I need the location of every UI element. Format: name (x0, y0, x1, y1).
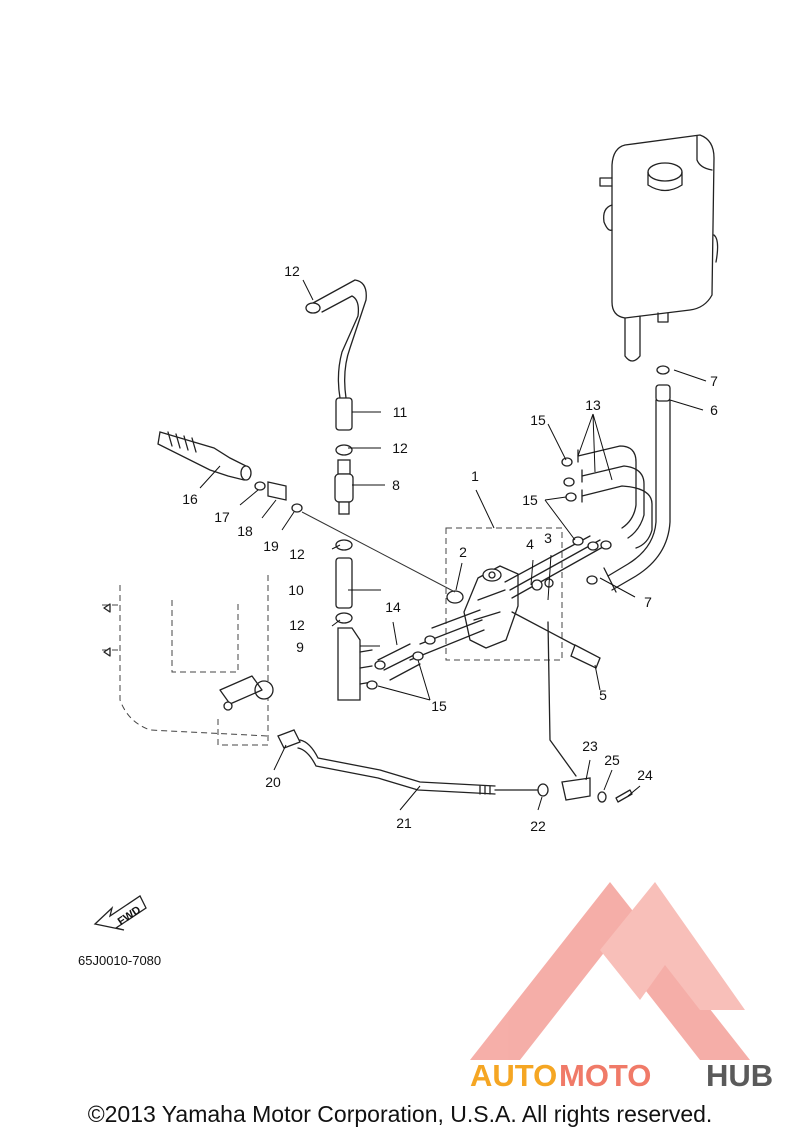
callout-3: 3 (544, 530, 552, 546)
oil-lines (577, 445, 653, 549)
callout-1: 1 (471, 468, 479, 484)
callout-25: 25 (604, 752, 620, 768)
watermark-auto: AUTO (470, 1058, 557, 1093)
callout-16: 16 (182, 491, 198, 507)
copyright-text: ©2013 Yamaha Motor Corporation, U.S.A. A… (87, 1101, 713, 1127)
part-code: 65J0010-7080 (78, 953, 161, 968)
callout-7a: 7 (710, 373, 718, 389)
callout-6: 6 (710, 402, 718, 418)
callout-14: 14 (385, 599, 401, 615)
callout-24: 24 (637, 767, 653, 783)
oil-tank (599, 134, 719, 362)
callout-15a: 15 (530, 412, 546, 428)
oil-pump-assembly (409, 527, 611, 777)
control-cable (277, 729, 633, 803)
callout-5: 5 (599, 687, 607, 703)
leader-lines (199, 279, 707, 811)
callout-10: 10 (288, 582, 304, 598)
callout-7b: 7 (644, 594, 652, 610)
callout-labels: 1 2 3 4 5 6 7 7 8 9 10 11 12 12 12 12 13… (182, 263, 718, 834)
callout-21: 21 (396, 815, 412, 831)
callout-15b: 15 (522, 492, 538, 508)
callout-12b: 12 (392, 440, 408, 456)
oil-tank-hose (603, 365, 671, 593)
callout-18: 18 (237, 523, 253, 539)
callout-12c: 12 (289, 546, 305, 562)
watermark-moto: MOTO (559, 1058, 651, 1093)
callout-12d: 12 (289, 617, 305, 633)
callout-20: 20 (265, 774, 281, 790)
watermark-hub: HUB (706, 1058, 773, 1093)
callout-19: 19 (263, 538, 279, 554)
watermark-text: AUTO MOTO HUB (470, 1058, 773, 1093)
watermark-logo (470, 882, 750, 1060)
filter-and-hoses (305, 279, 373, 701)
drive-gear (157, 431, 456, 593)
clamps-upper (561, 457, 612, 585)
callout-4: 4 (526, 536, 534, 552)
callout-9: 9 (296, 639, 304, 655)
callout-2: 2 (459, 544, 467, 560)
fwd-arrow-icon: FWD (93, 895, 147, 931)
callout-11: 11 (393, 404, 408, 420)
engine-outline (102, 575, 269, 746)
callout-13: 13 (585, 397, 601, 413)
callout-22: 22 (530, 818, 546, 834)
engine-parts (103, 603, 274, 711)
callout-17: 17 (214, 509, 230, 525)
callout-15c: 15 (431, 698, 447, 714)
callout-8: 8 (392, 477, 400, 493)
callout-12a: 12 (284, 263, 300, 279)
callout-23: 23 (582, 738, 598, 754)
